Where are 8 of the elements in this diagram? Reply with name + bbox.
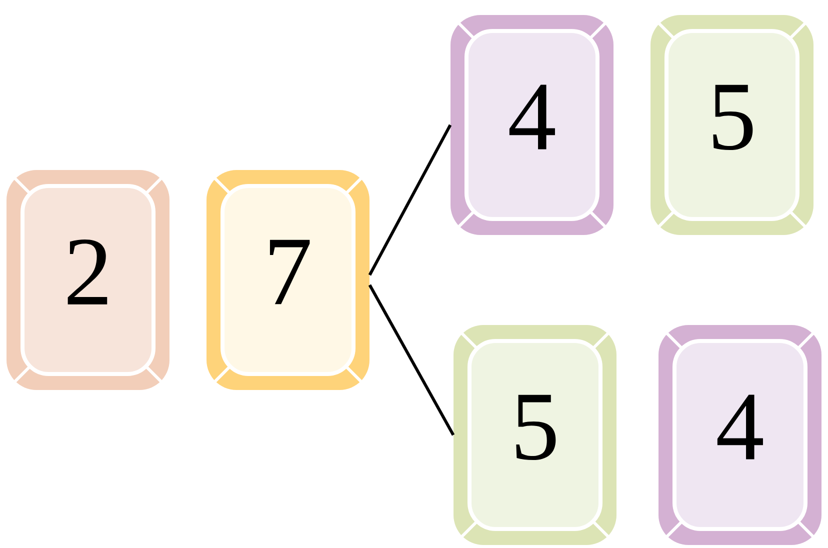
number-card: 7 — [206, 170, 370, 390]
number-card: 2 — [6, 170, 170, 390]
number-card: 5 — [650, 15, 814, 235]
number-card: 4 — [450, 15, 614, 235]
connector-line — [368, 124, 452, 276]
number-card: 5 — [454, 325, 616, 545]
connector-line — [368, 284, 455, 436]
number-card: 4 — [658, 325, 822, 545]
